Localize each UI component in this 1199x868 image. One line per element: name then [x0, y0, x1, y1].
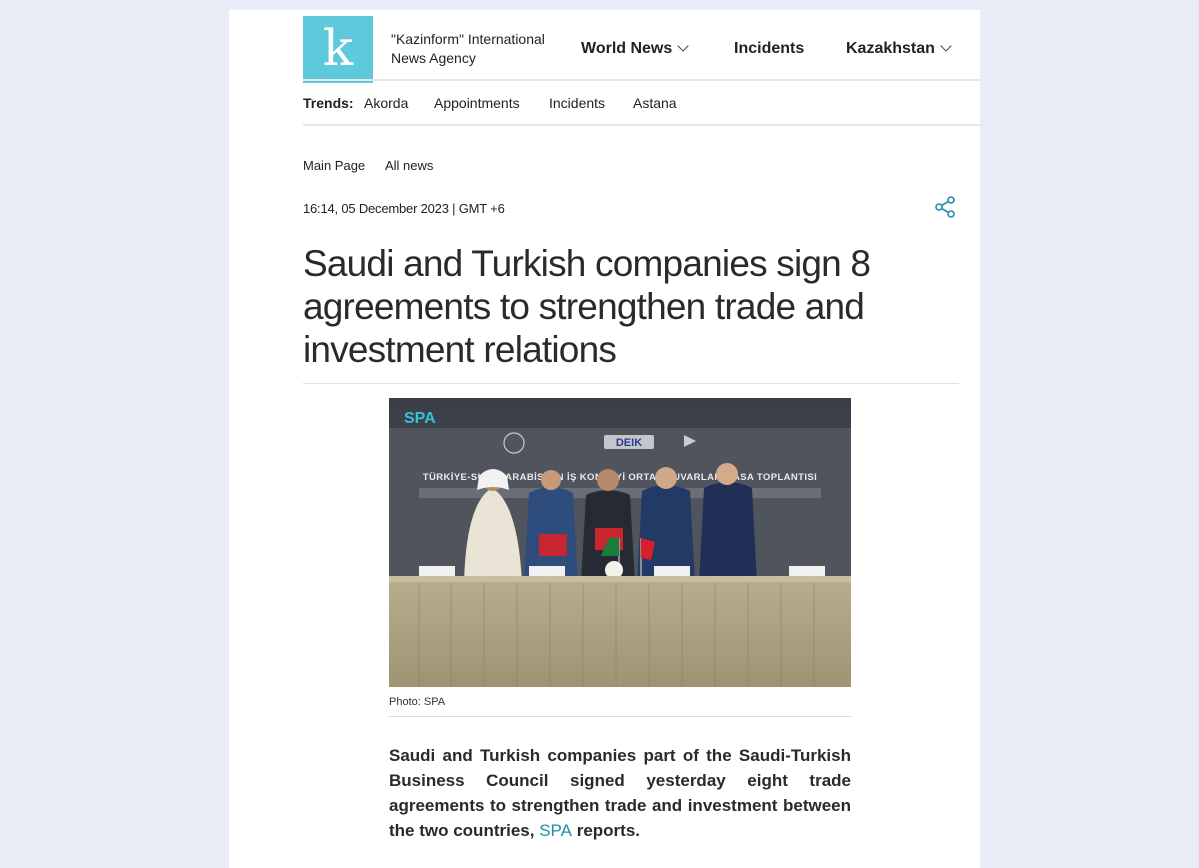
lead-tail: reports. [576, 821, 640, 840]
chevron-down-icon [940, 40, 952, 52]
caption-divider [389, 716, 851, 717]
trend-appointments[interactable]: Appointments [434, 95, 520, 111]
photo-caption: Photo: SPA [389, 696, 446, 708]
share-icon[interactable] [933, 195, 957, 219]
spa-source-link[interactable]: SPA [539, 821, 572, 840]
chevron-down-icon [677, 40, 689, 52]
kazinform-logo[interactable]: k [303, 16, 373, 83]
nav-incidents[interactable]: Incidents [734, 40, 804, 58]
breadcrumb-all-news[interactable]: All news [385, 158, 434, 173]
header-divider [303, 79, 980, 81]
photo-banner-text: TÜRKİYE-SUUDİ ARABİSTAN İŞ KONSEYİ ORTAK… [423, 472, 817, 483]
logo-letter: k [322, 18, 354, 77]
trend-astana[interactable]: Astana [633, 95, 677, 111]
article-photo-image: DEIK TÜRKİYE-SUUDİ ARABİSTAN İŞ KONSEYİ … [389, 398, 851, 687]
agency-name[interactable]: "Kazinform" International News Agency [391, 31, 545, 66]
trend-incidents[interactable]: Incidents [549, 95, 606, 111]
breadcrumb-main-page[interactable]: Main Page [303, 158, 366, 173]
article-lead: Saudi and Turkish companies part of the … [389, 743, 851, 843]
trend-akorda[interactable]: Akorda [364, 95, 409, 111]
article-photo[interactable]: DEIK TÜRKİYE-SUUDİ ARABİSTAN İŞ KONSEYİ … [389, 398, 851, 687]
nav-incidents-label: Incidents [734, 40, 805, 57]
trends-label: Trends: [303, 95, 354, 111]
lead-text: Saudi and Turkish companies part of the … [389, 746, 851, 840]
nav-world-news[interactable]: World News [581, 40, 689, 58]
nav-kazakhstan[interactable]: Kazakhstan [846, 40, 952, 58]
trends-divider [303, 124, 980, 126]
photo-deik-logo: DEIK [616, 437, 642, 449]
article-datetime: 16:14, 05 December 2023 | GMT +6 [303, 201, 505, 216]
nav-world-news-label: World News [581, 40, 673, 57]
article-title: Saudi and Turkish companies sign 8 agree… [303, 243, 871, 370]
title-divider [303, 383, 959, 384]
nav-kazakhstan-label: Kazakhstan [846, 40, 935, 57]
page-container: k "Kazinform" International News Agency … [229, 10, 980, 868]
photo-watermark: SPA [404, 410, 436, 427]
